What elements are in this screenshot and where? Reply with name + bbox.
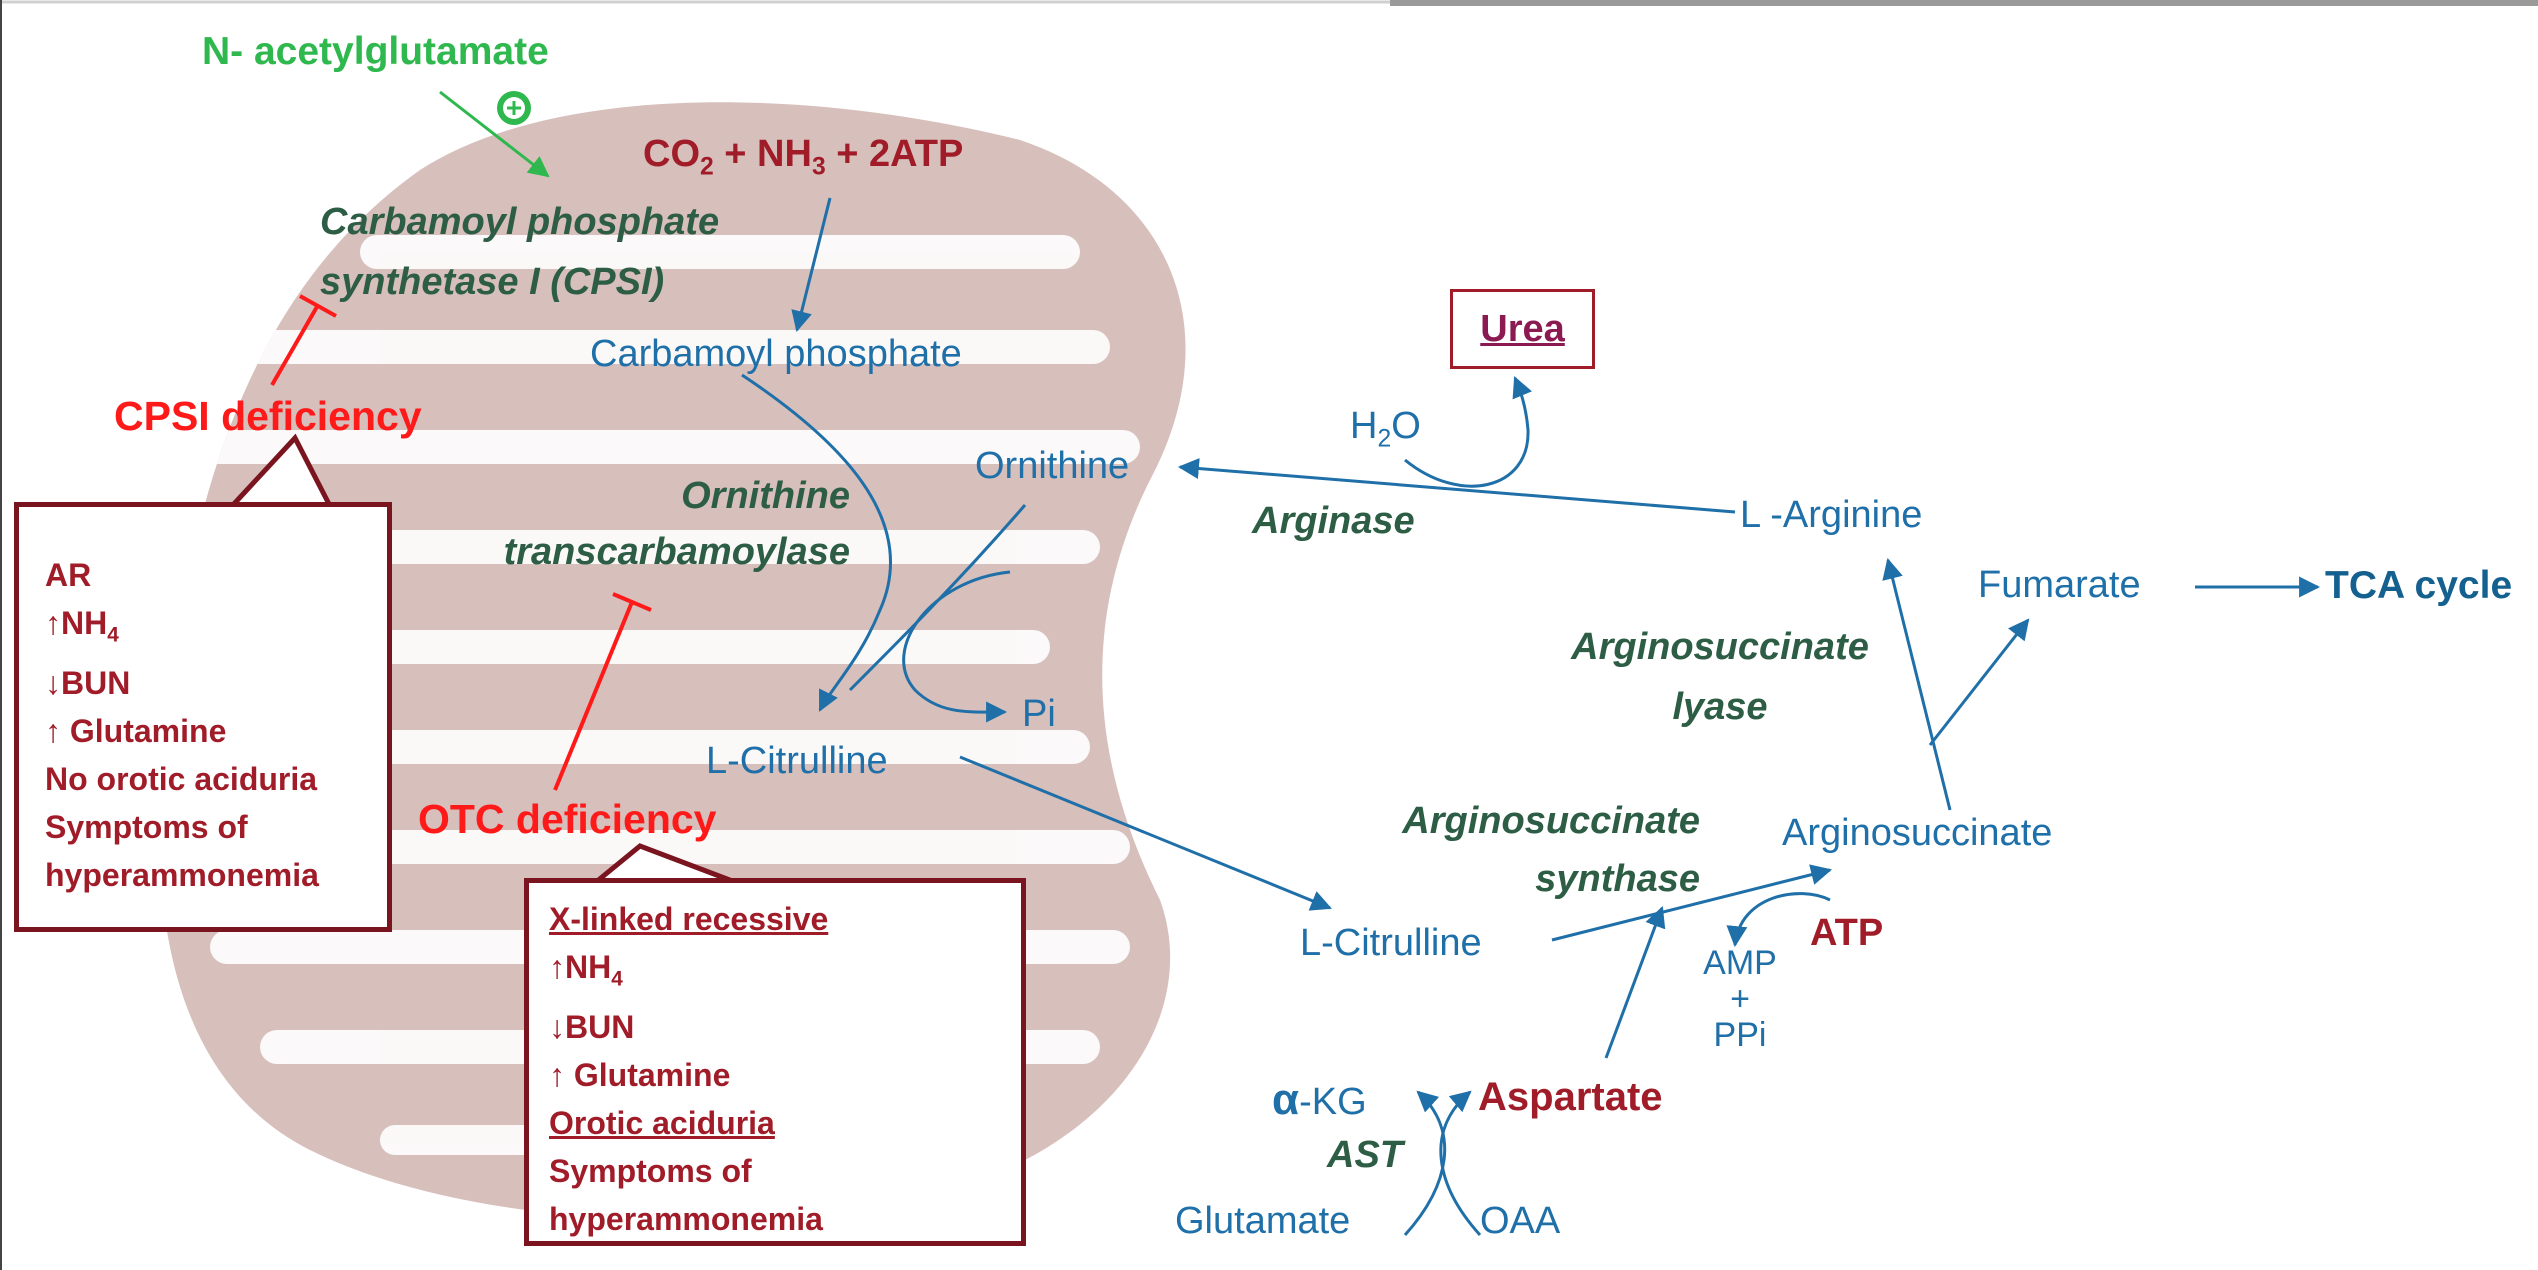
amp-label: AMP + PPi [1703,944,1777,1054]
cpsi-deficiency-title: CPSI deficiency [114,393,422,439]
cpsi-line-orotic: No orotic aciduria [45,761,318,798]
arrow-to-urea [1404,376,1532,488]
atp-label: ATP [1810,912,1884,954]
urea-label: Urea [1480,307,1565,350]
otc-line-inheritance: X-linked recessive [549,901,829,937]
pi-label: Pi [1022,693,1056,735]
otc-deficiency-title: OTC deficiency [418,796,717,842]
ass-enzyme-label: Arginosuccinate synthase [1402,800,1700,900]
cpsi-line-nh4: ↑NH4 [45,605,119,647]
arrow-citrulline-transport [959,755,1332,911]
fumarate-label: Fumarate [1978,564,2141,606]
otc-line-orotic: Orotic aciduria [549,1105,775,1142]
arrow-carbamoyl-to-citrulline [741,373,892,712]
otc-inhibition-line [553,601,634,791]
carbamoyl-phosphate-label: Carbamoyl phosphate [590,333,962,375]
asl-enzyme-label: Arginosuccinate lyase [1571,626,1869,728]
arrow-to-fumarate [1928,618,2030,746]
ast-enzyme-label: AST [1327,1134,1403,1176]
activator-arrow [439,90,550,178]
cpsi-deficiency-box: AR ↑NH4 ↓BUN ↑ Glutamine No orotic acidu… [14,502,392,932]
substrates-label: CO2 + NH3 + 2ATP [643,133,964,181]
arrow-to-pi [902,570,1011,723]
aspartate-label: Aspartate [1478,1075,1663,1119]
arrow-to-arginine [1882,557,1952,811]
oaa-label: OAA [1480,1200,1561,1242]
otc-deficiency-box: X-linked recessive ↑NH4 ↓BUN ↑ Glutamine… [524,878,1026,1246]
otc-enzyme-label: Ornithine transcarbamoylase [503,475,850,573]
argininosuccinate-label: Arginosuccinate [1782,812,2053,854]
urea-box: Urea [1450,289,1595,369]
ornithine-label: Ornithine [975,445,1130,487]
citrulline-cyto-label: L-Citrulline [1300,922,1482,964]
otc-line-bun: ↓BUN [549,1009,635,1046]
arrow-to-argininosuccinate [1551,864,1833,942]
cpsi-line-inheritance: AR [45,557,92,593]
tca-cycle-label: TCA cycle [2325,564,2513,607]
otc-line-hyperammonemia: hyperammonemia [549,1201,823,1238]
arginine-label: L -Arginine [1740,494,1923,536]
citrulline-mito-label: L-Citrulline [706,740,888,782]
arrow-arginase [1177,458,1736,514]
arginase-enzyme-label: Arginase [1252,500,1415,542]
otc-line-glutamine: ↑ Glutamine [549,1057,731,1094]
cpsi-line-bun: ↓BUN [45,665,131,702]
glutamate-label: Glutamate [1175,1200,1351,1242]
arrow-atp-to-amp [1726,892,1831,948]
cpsi-line-glutamine: ↑ Glutamine [45,713,227,750]
cpsi-enzyme-label: Carbamoyl phosphate synthetase I (CPSI) [320,201,720,303]
otc-line-nh4: ↑NH4 [549,949,623,991]
cpsi-line-symptoms: Symptoms of [45,809,248,846]
arrow-aspartate-in [1604,906,1666,1059]
cpsi-inhibition-line [270,304,320,386]
arrow-oaa-to-aspartate [1439,1090,1482,1237]
otc-line-symptoms: Symptoms of [549,1153,752,1190]
cpsi-line-hyperammonemia: hyperammonemia [45,857,319,894]
arrow-to-carbamoyl-phosphate [791,197,832,333]
akg-label: α-KG [1272,1075,1367,1124]
activator-label: N- acetylglutamate [202,30,549,73]
water-label: H2O [1350,405,1421,453]
arrow-glutamate-to-akg [1403,1090,1447,1237]
